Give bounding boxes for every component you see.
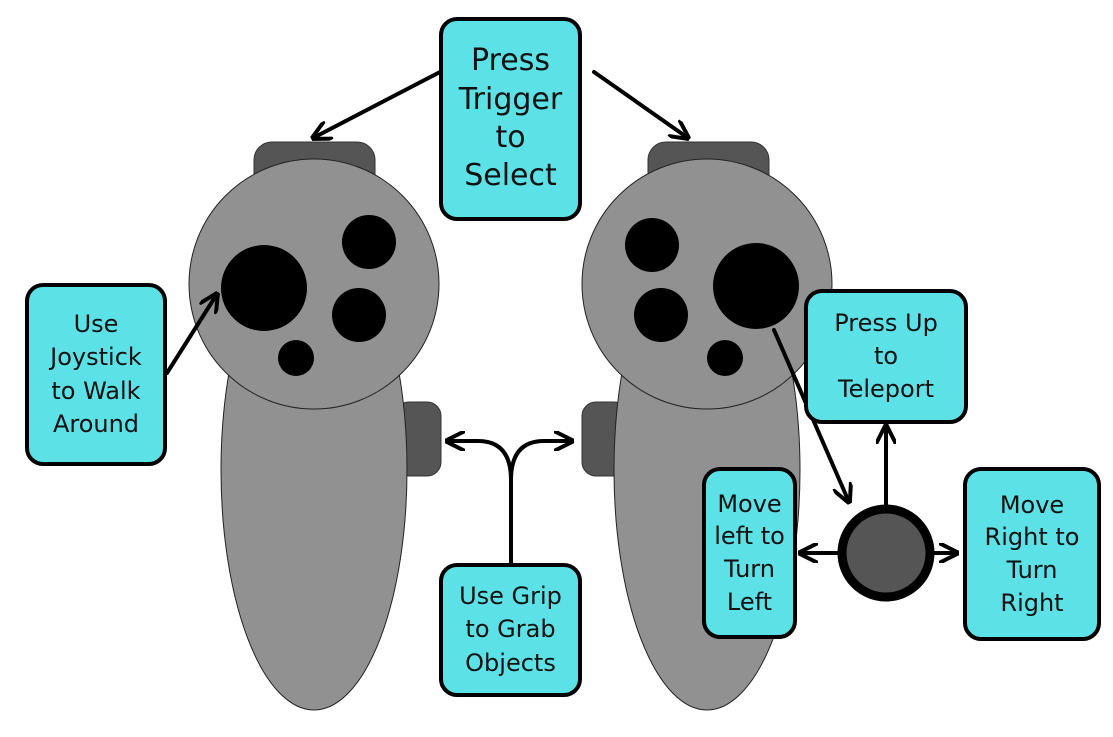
grip-label: Use Grip to Grab Objects bbox=[439, 563, 582, 697]
left-button-middle bbox=[332, 288, 386, 342]
joystick-detail bbox=[837, 504, 935, 602]
turn-right-label: Move Right to Turn Right bbox=[963, 467, 1101, 641]
left-controller bbox=[188, 141, 442, 711]
left-button-top bbox=[342, 215, 396, 269]
arrow-trigger-right bbox=[592, 70, 688, 138]
grip-label-text: Use Grip to Grab Objects bbox=[459, 582, 562, 677]
right-button-top bbox=[625, 218, 679, 272]
joystick-label: Use Joystick to Walk Around bbox=[25, 283, 167, 466]
turn-left-label: Move left to Turn Left bbox=[702, 467, 797, 639]
joystick-label-text: Use Joystick to Walk Around bbox=[50, 310, 142, 438]
arrow-trigger-left bbox=[313, 70, 442, 138]
turn-left-label-text: Move left to Turn Left bbox=[714, 489, 785, 616]
right-joystick bbox=[713, 243, 799, 329]
left-button-small bbox=[278, 340, 314, 376]
left-joystick bbox=[221, 245, 307, 331]
connector-grip bbox=[445, 441, 513, 565]
connector-grip-right bbox=[509, 441, 574, 482]
right-button-small bbox=[707, 340, 743, 376]
right-button-middle bbox=[634, 288, 688, 342]
teleport-label: Press Up to Teleport bbox=[804, 289, 968, 424]
turn-right-label-text: Move Right to Turn Right bbox=[984, 490, 1080, 617]
arrow-joystick bbox=[165, 294, 217, 375]
trigger-label: Press Trigger to Select bbox=[439, 17, 582, 221]
teleport-label-text: Press Up to Teleport bbox=[834, 308, 938, 404]
trigger-label-text: Press Trigger to Select bbox=[458, 43, 563, 194]
